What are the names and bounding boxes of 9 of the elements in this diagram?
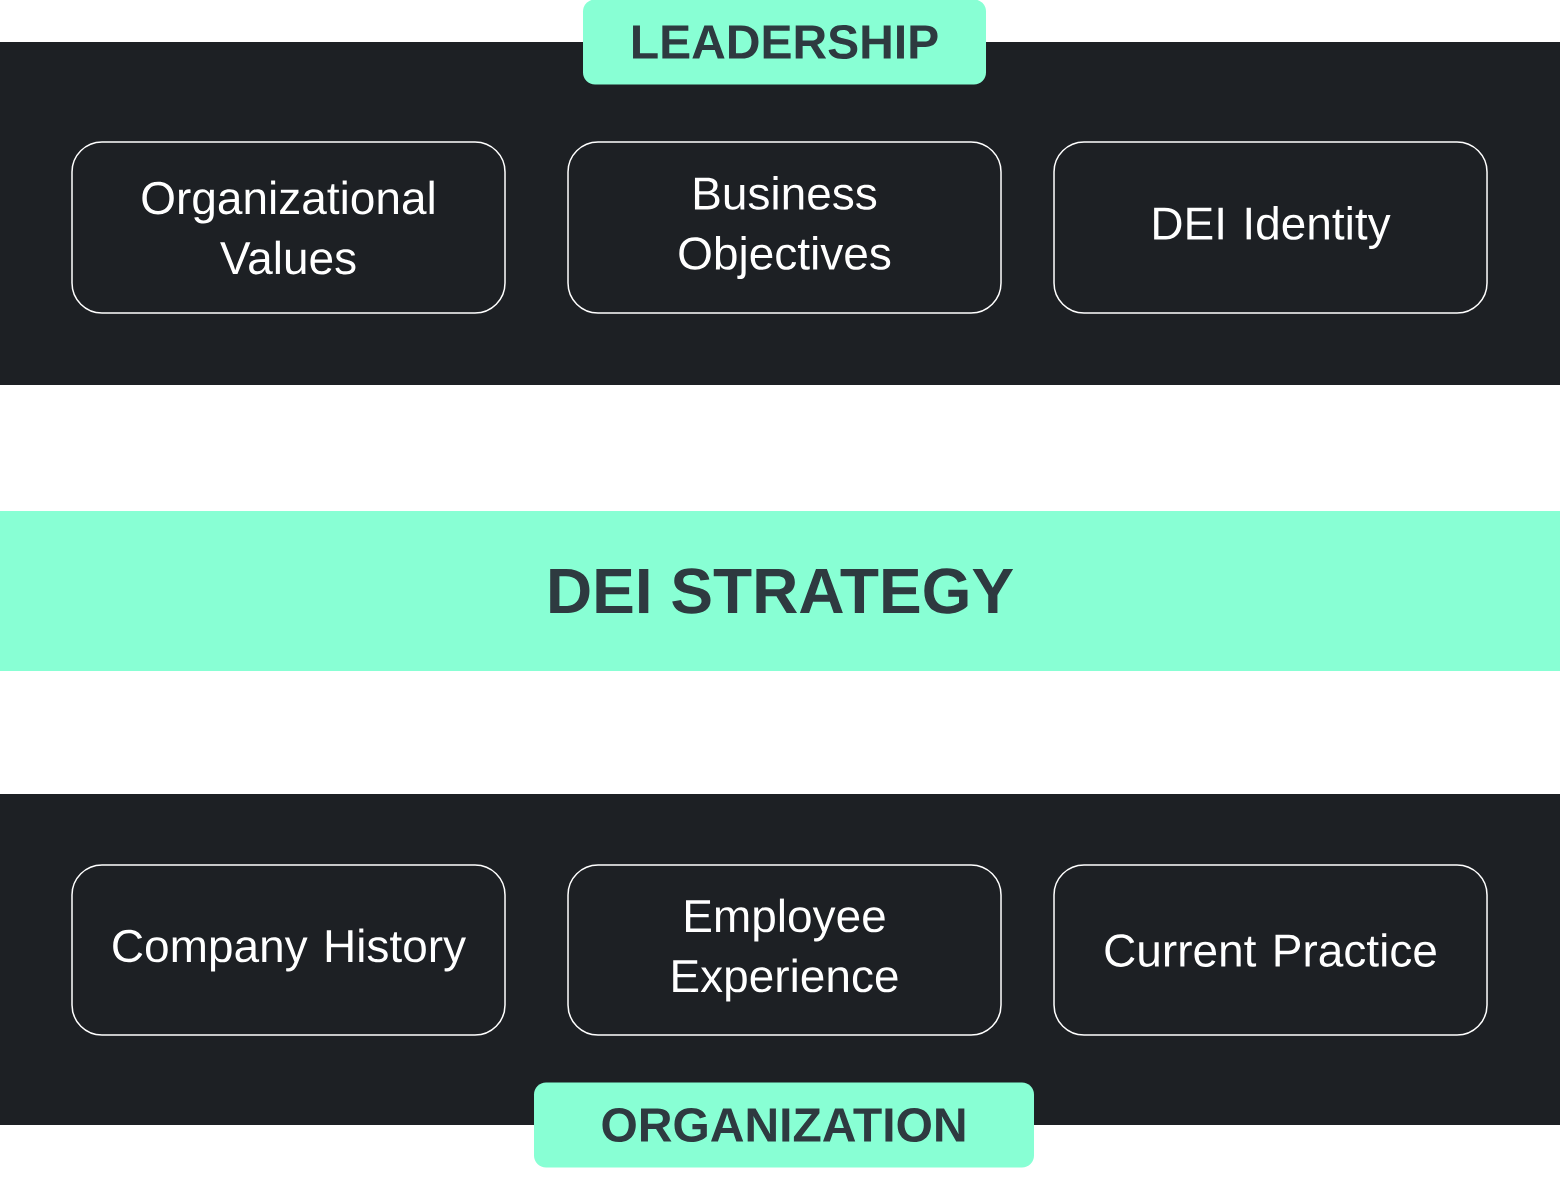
section-tag: ORGANIZATION <box>534 1082 1034 1168</box>
title-band: DEI STRATEGY <box>0 511 1560 671</box>
section-tag: LEADERSHIP <box>583 0 986 85</box>
topic-box: Company History <box>71 864 506 1036</box>
topic-box: Business Objectives <box>567 141 1002 314</box>
topic-box: Employee Experience <box>567 864 1002 1036</box>
topic-box: Current Practice <box>1053 864 1488 1036</box>
topic-box: DEI Identity <box>1053 141 1488 314</box>
topic-box: Organizational Values <box>71 141 506 314</box>
